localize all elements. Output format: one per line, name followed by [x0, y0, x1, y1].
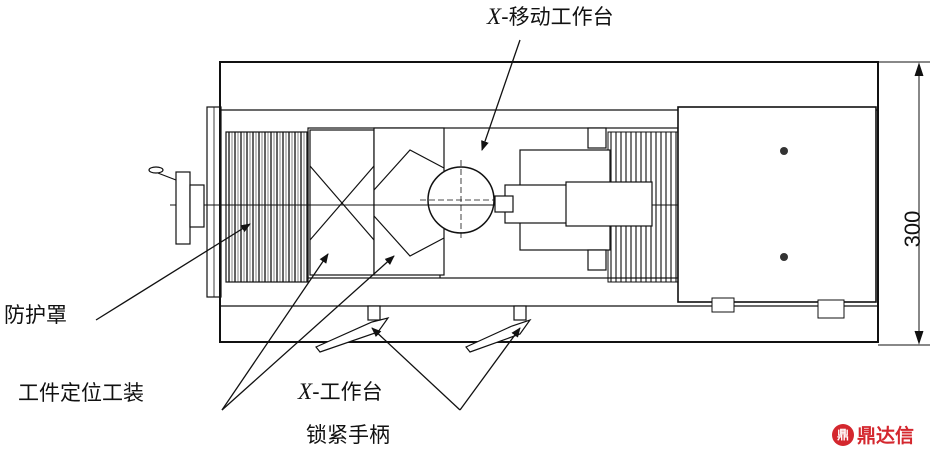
label-protective-cover: 防护罩 [4, 303, 67, 327]
dimension-line [878, 61, 930, 346]
dimension-value: 300 [900, 210, 925, 248]
lock-handle-icon [315, 305, 532, 353]
label-x-moving-table: X-移动工作台 [487, 4, 614, 29]
handwheel-icon [148, 166, 205, 245]
label-workpiece-fixture: 工件定位工装 [18, 381, 144, 405]
watermark-logo: 鼎 鼎达信 [832, 421, 914, 448]
drive-unit-block [677, 106, 877, 303]
label-x-table: X-工作台 [298, 379, 383, 404]
bolt-icon [780, 147, 788, 261]
bottom-clamps [711, 297, 845, 319]
protective-cover-bellows [225, 131, 309, 283]
logo-text: 鼎达信 [857, 425, 915, 447]
label-lock-handle: 锁紧手柄 [306, 423, 390, 447]
round-workpiece [420, 160, 505, 240]
workpiece-fixture [309, 127, 445, 276]
x-moving-carriage [494, 127, 653, 271]
leader-lines [95, 39, 521, 411]
logo-icon: 鼎 [832, 423, 854, 446]
